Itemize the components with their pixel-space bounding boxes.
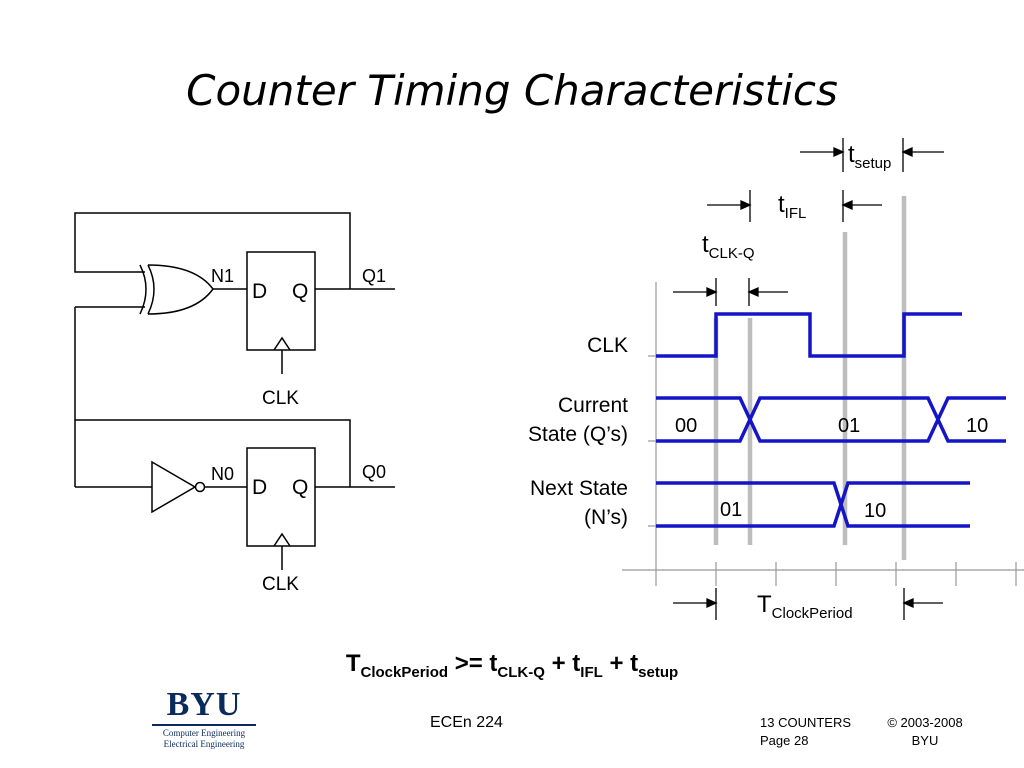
ff0-clock-triangle bbox=[273, 532, 291, 547]
footer-org: BYU bbox=[911, 733, 939, 748]
logo-divider bbox=[152, 724, 256, 726]
ff1-q-label: Q bbox=[292, 280, 308, 303]
logo-dept-line2: Electrical Engineering bbox=[163, 739, 245, 749]
t-clockperiod-label: TClockPeriod bbox=[757, 591, 853, 622]
footer-page-number: Page 28 bbox=[760, 733, 809, 748]
next-state-label-line1: Next State bbox=[530, 477, 628, 500]
interval-arrows bbox=[673, 138, 944, 620]
footer-copyright-years: © 2003-2008 bbox=[887, 715, 963, 730]
t-ifl-label: tIFL bbox=[778, 191, 806, 222]
footer-section: 13 COUNTERS bbox=[760, 715, 852, 730]
current-state-label-line1: Current bbox=[558, 394, 628, 417]
ff0-q-label: Q bbox=[292, 476, 308, 499]
ff0-d-label: D bbox=[252, 476, 267, 499]
footer-section-page: 13 COUNTERS Page 28 bbox=[760, 714, 851, 750]
next-state-value: 01 bbox=[720, 499, 742, 521]
t-clkq-label: tCLK-Q bbox=[702, 231, 755, 262]
current-state-value: 00 bbox=[675, 415, 697, 437]
net-n0-label: N0 bbox=[211, 464, 234, 484]
net-n1-label: N1 bbox=[211, 266, 234, 286]
ff1-clock-triangle bbox=[273, 336, 291, 351]
flip-flop-0 bbox=[246, 447, 316, 547]
byu-logo: BYU Computer Engineering Electrical Engi… bbox=[152, 688, 256, 750]
footer-copyright: © 2003-2008 BYU bbox=[870, 714, 980, 750]
footer-course: ECEn 224 bbox=[430, 714, 503, 731]
net-q1-label: Q1 bbox=[362, 266, 386, 286]
next-state-waveform bbox=[656, 481, 970, 528]
timing-equation: TClockPeriod >= tCLK-Q + tIFL + tsetup bbox=[345, 650, 679, 681]
circuit-wires bbox=[74, 212, 395, 488]
not-gate bbox=[151, 460, 206, 514]
current-state-waveform bbox=[656, 396, 1006, 443]
next-state-value: 10 bbox=[864, 500, 886, 522]
byu-logo-text: BYU bbox=[166, 686, 242, 723]
time-axis-ticks bbox=[715, 562, 1017, 586]
flip-flop-1 bbox=[246, 251, 316, 351]
ff0-clk-label: CLK bbox=[262, 574, 299, 595]
current-state-label-line2: State (Q’s) bbox=[528, 423, 628, 446]
xor-gate bbox=[139, 264, 214, 315]
t-setup-label: tsetup bbox=[848, 141, 891, 172]
next-state-label-line2: (N’s) bbox=[584, 506, 628, 529]
ff1-d-label: D bbox=[252, 280, 267, 303]
counter-circuit bbox=[74, 212, 395, 570]
slide-title: Counter Timing Characteristics bbox=[186, 66, 838, 115]
net-q0-label: Q0 bbox=[362, 462, 386, 482]
timing-diagram: tsetup tIFL tCLK-Q TClockPeriod CLK Curr… bbox=[528, 138, 1024, 622]
ff1-clk-label: CLK bbox=[262, 388, 299, 409]
logo-dept-line1: Computer Engineering bbox=[162, 728, 246, 738]
clk-signal-label: CLK bbox=[587, 334, 628, 357]
current-state-value: 01 bbox=[838, 415, 860, 437]
current-state-value: 10 bbox=[966, 415, 988, 437]
clk-waveform bbox=[656, 312, 962, 358]
signal-baselines bbox=[648, 355, 656, 527]
